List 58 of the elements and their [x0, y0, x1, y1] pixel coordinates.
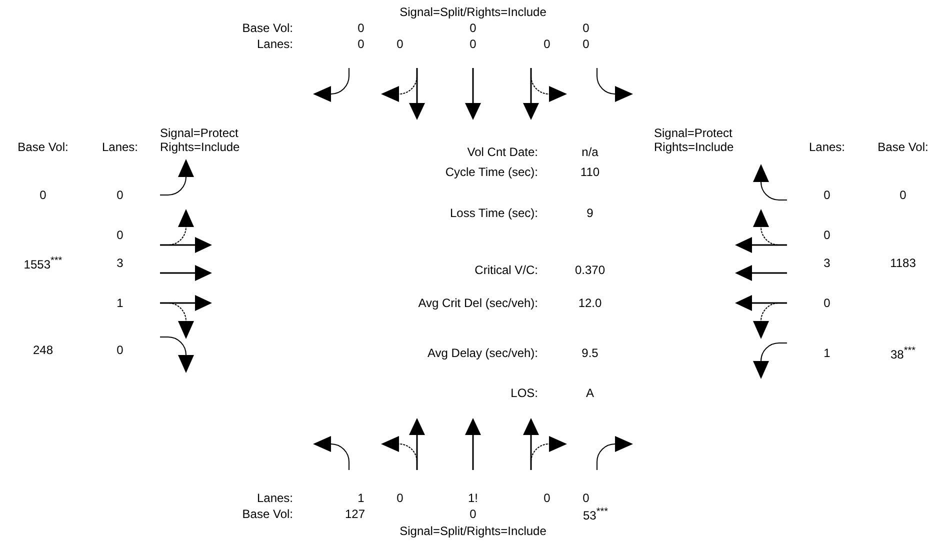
intersection-label: Critical V/C:: [474, 263, 538, 277]
intersection-label: 0: [582, 491, 590, 505]
intersection-label: Signal=Split/Rights=Include: [400, 5, 546, 19]
intersection-label: Lanes:: [102, 140, 138, 154]
intersection-label: 0: [396, 37, 404, 51]
intersection-label: 0: [470, 21, 476, 35]
intersection-label: 9: [586, 206, 594, 220]
intersection-label: 0: [116, 343, 124, 357]
intersection-label: 110: [580, 165, 600, 179]
intersection-label: Cycle Time (sec):: [445, 165, 538, 179]
intersection-label: Lanes:: [256, 37, 293, 51]
intersection-label: 0: [582, 37, 590, 51]
intersection-label: n/a: [582, 145, 598, 159]
intersection-label: 53$^{***}$: [583, 506, 608, 522]
intersection-label: Signal=Protect Rights=Include: [160, 126, 241, 154]
intersection-label: Base Vol:: [18, 140, 68, 154]
intersection-label: LOS:: [510, 386, 538, 400]
intersection-label: Lanes:: [256, 491, 293, 505]
intersection-label: 0: [470, 507, 476, 521]
intersection-label: 248: [32, 343, 54, 357]
intersection-label: A: [586, 386, 594, 400]
intersection-label: 0: [824, 296, 830, 310]
intersection-label: Base Vol:: [878, 140, 928, 154]
intersection-label: 3: [824, 256, 830, 270]
intersection-label: 0: [358, 37, 364, 51]
intersection-label: Signal=Split/Rights=Include: [400, 524, 546, 538]
intersection-label: 0.370: [574, 263, 606, 277]
intersection-label: 1: [116, 296, 124, 310]
intersection-label: 1183: [890, 256, 916, 270]
intersection-label: 9.5: [582, 346, 598, 360]
intersection-label: 0: [544, 491, 550, 505]
intersection-label: 0: [116, 228, 124, 242]
intersection-label: Loss Time (sec):: [450, 206, 538, 220]
intersection-label: 0: [116, 188, 124, 202]
intersection-label: 0: [358, 21, 364, 35]
intersection-label: 0: [470, 37, 476, 51]
intersection-label: 0: [396, 491, 404, 505]
intersection-label: Lanes:: [808, 140, 846, 154]
intersection-label: 0: [824, 188, 830, 202]
intersection-label: Base Vol:: [242, 507, 293, 521]
intersection-label: 1: [358, 491, 364, 505]
intersection-label: Vol Cnt Date:: [467, 145, 538, 159]
intersection-label: Avg Crit Del (sec/veh):: [418, 296, 538, 310]
intersection-label: 0: [544, 37, 550, 51]
intersection-label: 12.0: [578, 296, 602, 310]
intersection-label: 0: [824, 228, 830, 242]
intersection-label: 127: [344, 507, 366, 521]
intersection-label: 0: [582, 21, 590, 35]
intersection-label: Avg Delay (sec/veh):: [428, 346, 538, 360]
intersection-label: 38$^{***}$: [890, 344, 916, 362]
intersection-label: 0: [900, 188, 906, 202]
intersection-label: 0: [40, 188, 46, 202]
intersection-label: 1!: [468, 491, 478, 505]
intersection-label: 3: [116, 256, 124, 270]
intersection-label: 1: [824, 346, 830, 360]
intersection-label: 1553$^{***}$: [24, 254, 62, 272]
intersection-label: Base Vol:: [242, 21, 293, 35]
intersection-label: Signal=Protect Rights=Include: [654, 126, 735, 154]
